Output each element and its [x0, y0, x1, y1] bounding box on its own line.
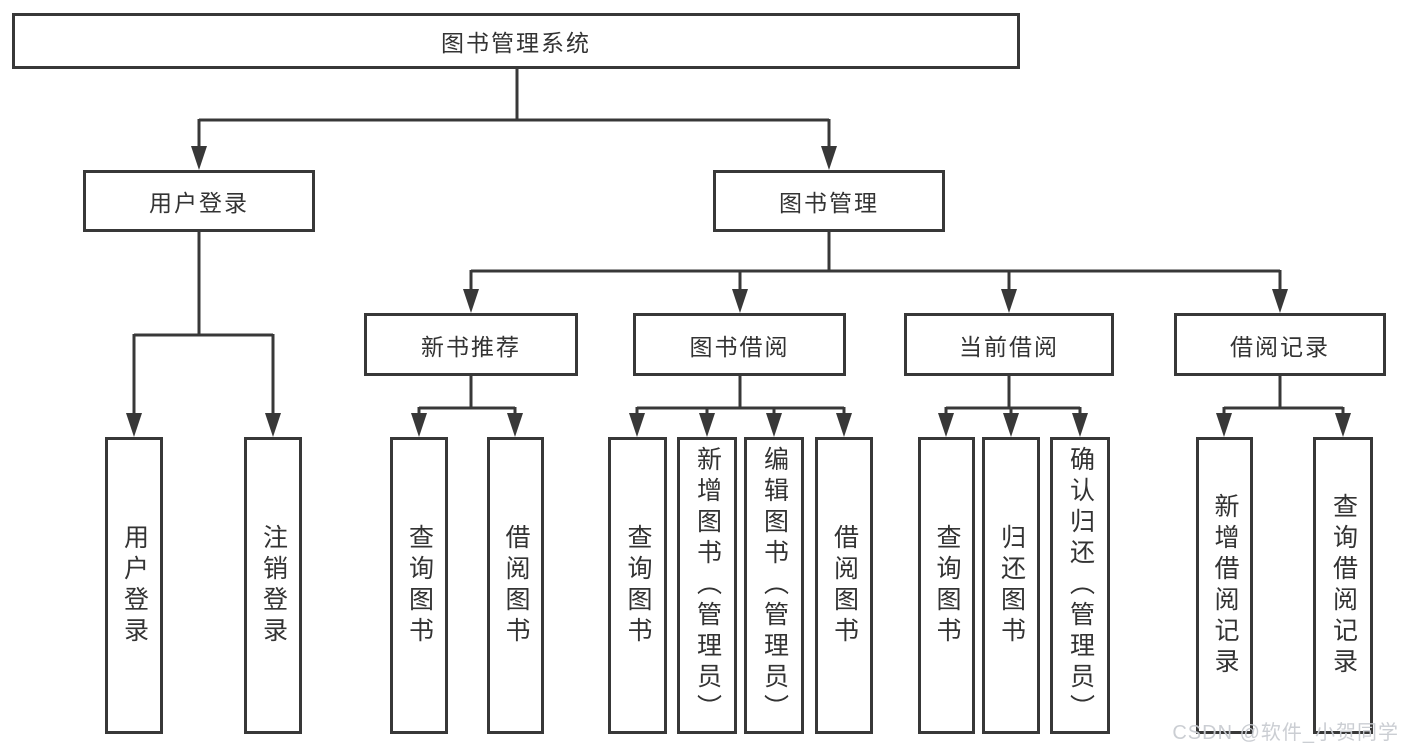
leaf-g2-borrow-books: 借阅图书: [487, 437, 544, 734]
node-book-management: 图书管理: [713, 170, 945, 232]
leaf-g4-confirm-return-admin: 确认归还（管理员）: [1050, 437, 1110, 734]
leaf-g3-add-book-admin: 新增图书（管理员）: [677, 437, 737, 734]
node-label: 图书管理系统: [441, 30, 591, 56]
node-borrowing-records: 借阅记录: [1174, 313, 1386, 376]
leaf-label: 查询图书: [933, 523, 961, 648]
node-book-borrowing: 图书借阅: [633, 313, 846, 376]
leaf-g3-edit-book-admin: 编辑图书（管理员）: [744, 437, 804, 734]
leaf-label: 新增图书（管理员）: [693, 446, 722, 725]
leaf-label: 归还图书: [997, 523, 1026, 648]
leaf-label: 查询图书: [405, 523, 434, 648]
watermark: CSDN @软件_小贺同学: [1172, 722, 1399, 744]
leaf-g3-query-books: 查询图书: [608, 437, 667, 734]
node-label: 图书管理: [779, 190, 879, 216]
leaf-label: 注销登录: [259, 523, 288, 648]
node-current-borrowing: 当前借阅: [904, 313, 1114, 376]
leaf-user-login: 用户登录: [105, 437, 163, 734]
leaf-g5-add-borrow-record: 新增借阅记录: [1196, 437, 1253, 734]
node-label: 当前借阅: [959, 333, 1059, 360]
node-user-login: 用户登录: [83, 170, 315, 232]
leaf-label: 查询借阅记录: [1329, 492, 1358, 679]
leaf-label: 借阅图书: [502, 523, 530, 648]
leaf-g4-query-books: 查询图书: [918, 437, 975, 734]
leaf-logout: 注销登录: [244, 437, 302, 734]
node-label: 新书推荐: [421, 333, 521, 360]
node-label: 图书借阅: [689, 333, 790, 360]
node-library-management-system: 图书管理系统: [12, 13, 1020, 69]
leaf-label: 查询图书: [624, 523, 652, 648]
leaf-g3-borrow-books: 借阅图书: [815, 437, 873, 734]
leaf-label: 编辑图书（管理员）: [760, 446, 789, 725]
node-new-book-recommend: 新书推荐: [364, 313, 578, 376]
leaf-g5-query-borrow-record: 查询借阅记录: [1313, 437, 1373, 734]
leaf-label: 借阅图书: [830, 523, 859, 648]
leaf-label: 用户登录: [120, 523, 149, 648]
leaf-g2-query-books: 查询图书: [390, 437, 448, 734]
leaf-label: 确认归还（管理员）: [1066, 446, 1095, 725]
node-label: 借阅记录: [1230, 333, 1330, 360]
node-label: 用户登录: [149, 190, 249, 216]
leaf-label: 新增借阅记录: [1211, 492, 1239, 679]
leaf-g4-return-books: 归还图书: [982, 437, 1040, 734]
